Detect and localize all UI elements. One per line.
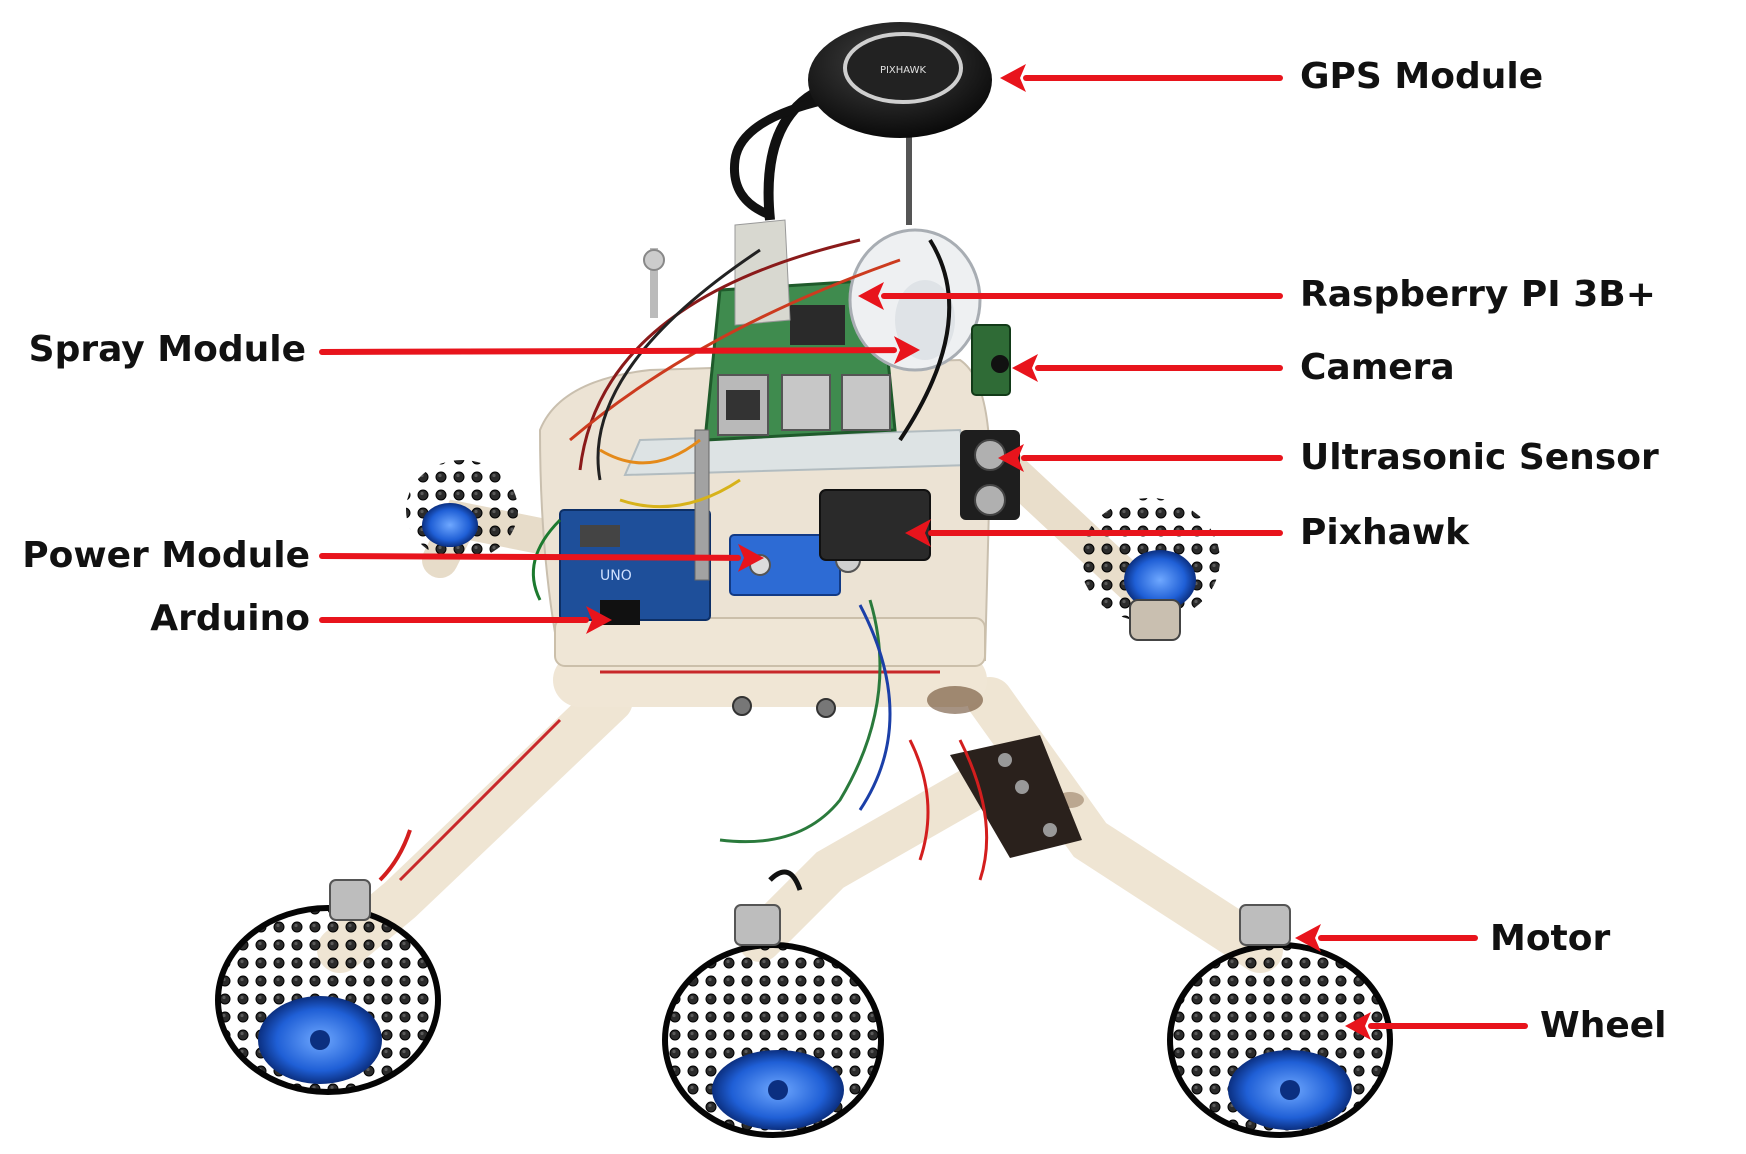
svg-text:UNO: UNO [600,568,632,584]
label-wheel: Wheel [1540,1005,1667,1046]
label-ultrasonic-sensor: Ultrasonic Sensor [1300,437,1659,478]
front-center-wheel [662,904,884,1138]
label-camera: Camera [1300,347,1455,388]
arrow-power-module [319,543,764,572]
arrow-pixhawk [905,519,1283,547]
callout-arrows [319,64,1528,1040]
arrow-arduino [319,606,612,634]
rear-left-wheel [406,460,518,560]
label-spray-module: Spray Module [28,329,306,370]
label-gps-module: GPS Module [1300,56,1544,97]
arrow-raspberry-pi [858,282,1283,310]
gps-puck: PIXHAWK [729,22,992,225]
label-arduino: Arduino [150,598,310,639]
front-left-wheel [215,879,441,1095]
arrow-gps-module [1000,64,1283,92]
arrow-motor [1295,924,1478,952]
gps-brand-text: PIXHAWK [880,65,927,76]
label-power-module: Power Module [22,535,310,576]
front-right-wheel [1167,904,1393,1138]
label-pixhawk: Pixhawk [1300,512,1470,553]
leg-bracket [950,735,1082,858]
label-motor: Motor [1490,918,1611,959]
wiring [378,85,989,891]
arrow-camera [1012,354,1283,382]
arrow-spray-module [319,336,920,365]
arrow-ultrasonic-sensor [998,444,1283,472]
label-raspberry-pi: Raspberry PI 3B+ [1300,274,1656,315]
rear-right-wheel [1080,498,1220,641]
arrow-wheel [1345,1012,1528,1040]
